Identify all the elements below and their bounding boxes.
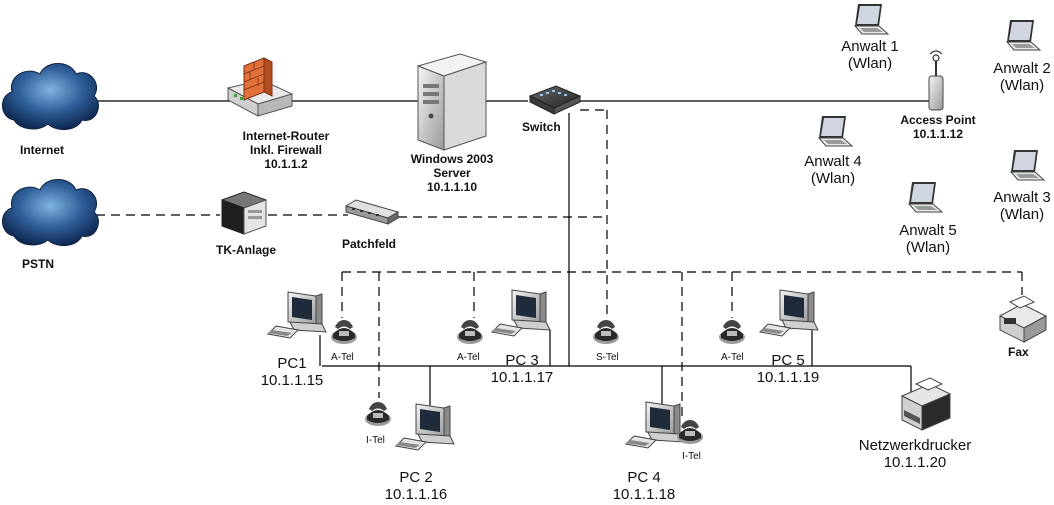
server-label: Windows 2003 Server 10.1.1.10	[410, 152, 494, 194]
anwalt-1-laptop-icon	[854, 3, 889, 35]
switch-label: Switch	[522, 120, 561, 134]
anwalt-4-label: Anwalt 4(Wlan)	[804, 153, 862, 188]
itel-label-1: I-Tel	[366, 435, 385, 446]
stel-label: S-Tel	[596, 352, 619, 363]
access-point-label: Access Point 10.1.1.12	[900, 113, 976, 141]
anwalt-2-label: Anwalt 2(Wlan)	[993, 60, 1051, 95]
atel-label-3: A-Tel	[721, 352, 744, 363]
access-point-icon	[928, 50, 944, 111]
anwalt-5-laptop-icon	[908, 181, 943, 213]
router-label: Internet-Router Inkl. Firewall 10.1.1.2	[242, 129, 330, 171]
pc5-icon	[759, 289, 819, 337]
itel-phone-2-icon	[677, 420, 703, 444]
server-icon	[416, 53, 488, 151]
pc4-icon	[625, 401, 685, 449]
fax-icon	[998, 295, 1048, 343]
anwalt-1-label: Anwalt 1(Wlan)	[841, 38, 899, 73]
solid-links	[96, 100, 930, 410]
pc2-icon	[395, 403, 455, 451]
switch-icon	[528, 85, 582, 115]
pstn-label: PSTN	[22, 257, 55, 271]
pstn-cloud-icon	[2, 179, 99, 246]
atel-label-2: A-Tel	[457, 352, 480, 363]
fax-label: Fax	[1008, 345, 1029, 359]
patchfeld-icon	[344, 199, 400, 225]
anwalt-5-label: Anwalt 5(Wlan)	[899, 222, 957, 257]
stel-phone-icon	[593, 320, 619, 344]
itel-phone-1-icon	[365, 402, 391, 426]
anwalt-2-laptop-icon	[1006, 19, 1041, 51]
pc3-icon	[491, 289, 551, 337]
atel-phone-2-icon	[457, 320, 483, 344]
atel-phone-1-icon	[331, 320, 357, 344]
internet-label: Internet	[20, 143, 65, 157]
printer-icon	[900, 377, 952, 431]
dashed-links	[96, 109, 1023, 418]
anwalt-3-label: Anwalt 3(Wlan)	[993, 189, 1051, 224]
tk-anlage-icon	[220, 191, 268, 235]
router-firewall-icon	[226, 57, 294, 117]
patchfeld-label: Patchfeld	[342, 237, 397, 251]
internet-cloud-icon	[2, 63, 99, 130]
pc1-icon	[267, 291, 327, 339]
anwalt-4-laptop-icon	[818, 115, 853, 147]
itel-label-2: I-Tel	[682, 451, 701, 462]
tk-anlage-label: TK-Anlage	[216, 243, 276, 257]
atel-phone-3-icon	[719, 320, 745, 344]
anwalt-3-laptop-icon	[1010, 149, 1045, 181]
atel-label-1: A-Tel	[331, 352, 354, 363]
